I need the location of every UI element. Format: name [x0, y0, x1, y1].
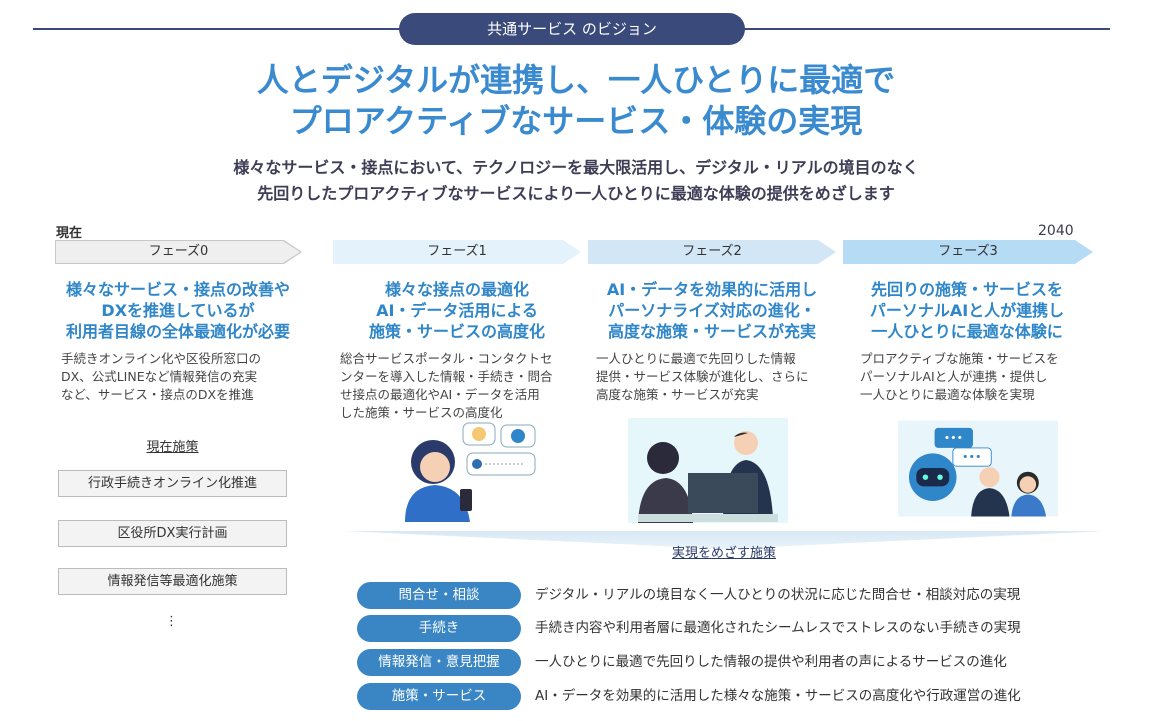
subtitle-line2: 先回りしたプロアクティブなサービスにより一人ひとりに最適な体験の提供をめざします: [257, 184, 895, 203]
ai-robot-illustration: ••• •••: [898, 420, 1058, 517]
svg-text:•••: •••: [962, 451, 981, 464]
face-icon: [472, 427, 486, 441]
phone-icon: [511, 429, 525, 443]
phase-0-arrow: フェーズ0: [55, 240, 302, 264]
measure-text: デジタル・リアルの境目なく一人ひとりの状況に応じた問合せ・相談対応の実現: [535, 587, 1021, 603]
current-policy-item: 情報発信等最適化施策: [58, 568, 287, 595]
measure-pill-information: 情報発信・意見把握: [357, 649, 521, 676]
consultation-illustration: [628, 418, 788, 523]
measure-text: 手続き内容や利用者層に最適化されたシームレスでストレスのない手続きの実現: [535, 620, 1021, 636]
timeline-start: 現在: [56, 226, 83, 241]
phase-3-heading: 先回りの施策・サービスをパーソナルAIと人が連携し一人ひとりに最適な体験に: [869, 280, 1065, 341]
page-title-line2: プロアクティブなサービス・体験の実現: [289, 102, 863, 140]
measure-pill-procedure: 手続き: [357, 615, 521, 642]
phase-3-body: プロアクティブな施策・サービスをパーソナルAIと人が連携・提供し一人ひとりに最適…: [860, 351, 1059, 402]
phase-2-heading: AI・データを効果的に活用しパーソナライズ対応の進化・高度な施策・サービスが充実: [606, 280, 818, 341]
svg-text:•••: •••: [944, 432, 963, 445]
phase-2-arrow: フェーズ2: [588, 240, 836, 264]
page-title-line1: 人とデジタルが連携し、一人ひとりに最適で: [256, 61, 896, 99]
current-policies-title: 現在施策: [146, 440, 199, 455]
measure-text: 一人ひとりに最適で先回りした情報の提供や利用者の声によるサービスの進化: [535, 654, 1007, 670]
smartphone-user-illustration: [405, 422, 536, 522]
measures-title: 実現をめざす施策: [671, 546, 776, 561]
phase-label: フェーズ1: [427, 244, 487, 259]
measure-pill-policy: 施策・サービス: [357, 683, 521, 710]
phase-label: フェーズ2: [682, 244, 742, 259]
phase-1-arrow: フェーズ1: [333, 240, 581, 264]
current-policy-item: 区役所DX実行計画: [58, 520, 287, 547]
phase-2-body: 一人ひとりに最適で先回りした情報提供・サービス体験が進化し、さらに高度な施策・サ…: [596, 351, 809, 402]
subtitle-line1: 様々なサービス・接点において、テクノロジーを最大限活用し、デジタル・リアルの境目…: [233, 158, 919, 177]
more-ellipsis: ⋮: [165, 614, 178, 629]
phase-3-arrow: フェーズ3: [843, 240, 1093, 264]
phase-label: フェーズ3: [938, 244, 998, 259]
phase-1-body: 総合サービスポータル・コンタクトセンターを導入した情報・手続き・問合せ接点の最適…: [340, 351, 553, 420]
measure-pill-inquiry: 問合せ・相談: [357, 582, 521, 609]
vision-label: 共通サービス のビジョン: [399, 13, 745, 45]
measure-text: AI・データを効果的に活用した様々な施策・サービスの高度化や行政運営の進化: [535, 688, 1021, 704]
current-policy-item: 行政手続きオンライン化推進: [58, 470, 287, 497]
phase-label: フェーズ0: [148, 244, 209, 259]
timeline-end: 2040: [1038, 223, 1074, 239]
